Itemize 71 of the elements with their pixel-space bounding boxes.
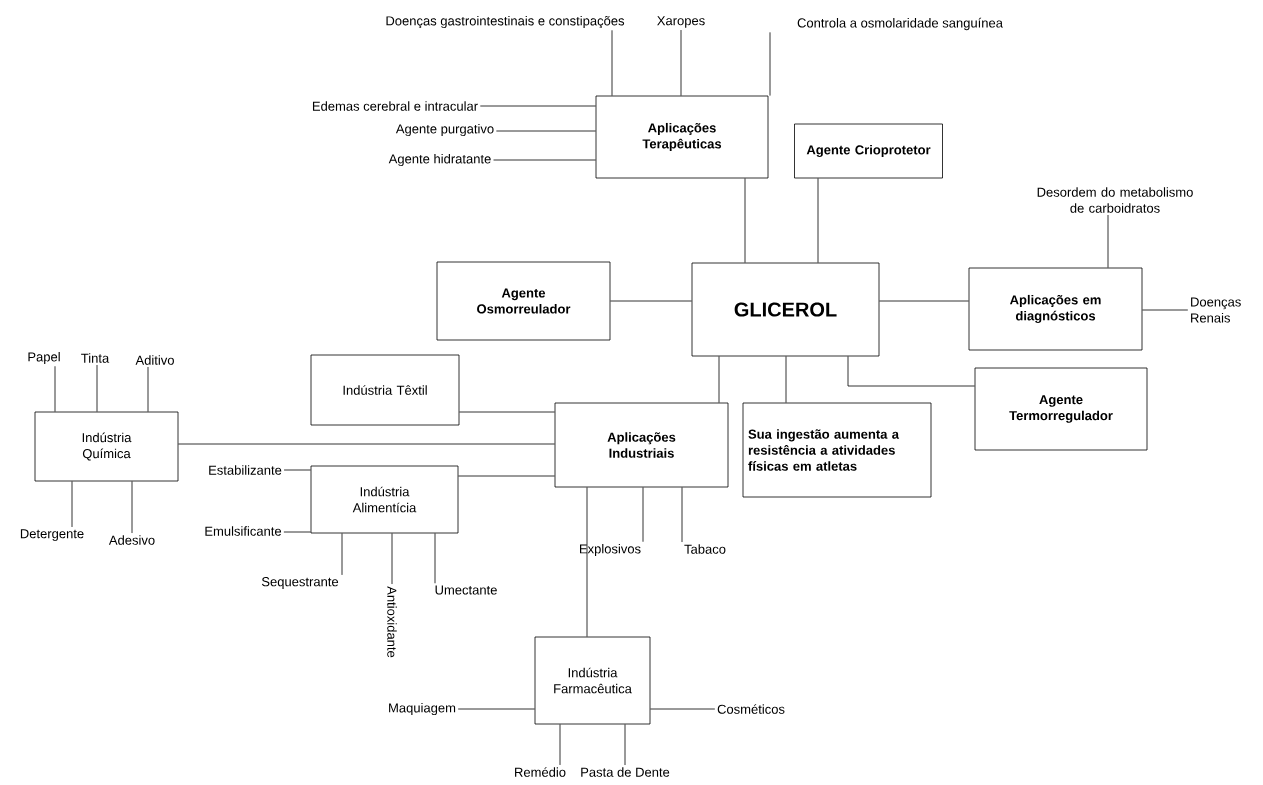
connector-line: [879, 300, 969, 302]
topic-box: Aplicações Terapêuticas: [595, 95, 769, 179]
item-label: Doenças gastrointestinais e constipações: [386, 15, 625, 29]
topic-box: Aplicações Industriais: [554, 402, 729, 488]
connector-line: [434, 533, 436, 584]
connector-line: [493, 159, 596, 161]
central-box: GLICEROL: [691, 262, 880, 357]
item-label: Detergente: [20, 529, 84, 541]
topic-box: Indústria Alimentícia: [310, 465, 459, 534]
connector-line: [642, 487, 644, 543]
connector-line: [96, 364, 98, 412]
connector-line: [624, 724, 626, 766]
topic-box: Agente Crioprotetor: [794, 123, 943, 179]
connector-line: [283, 469, 311, 471]
connector-line: [459, 411, 555, 413]
connector-line: [744, 178, 746, 263]
connector-line: [611, 29, 613, 96]
connector-line: [610, 300, 692, 302]
connector-line: [178, 443, 555, 445]
item-label: Remédio: [515, 767, 566, 777]
connector-line: [283, 531, 311, 533]
connector-line: [559, 724, 561, 766]
connector-line: [1107, 214, 1109, 268]
item-label: Pasta de Dente: [581, 767, 670, 777]
item-label: Doenças Renais: [1191, 297, 1241, 323]
item-label: Agente purgativo: [395, 123, 494, 137]
item-label: Papel: [28, 351, 60, 365]
topic-box: Aplicações em diagnósticos: [968, 267, 1143, 351]
connector-line: [680, 29, 682, 96]
item-label: Emulsificante: [205, 526, 282, 536]
connector-line: [71, 481, 73, 528]
connector-line: [341, 533, 343, 576]
item-label: Sequestrante: [261, 577, 339, 589]
topic-box: Indústria Farmacêutica: [534, 636, 651, 725]
connector-line: [847, 356, 975, 387]
topic-box: Agente Termorregulador: [974, 367, 1148, 451]
connector-line: [681, 487, 683, 543]
connector-line: [817, 178, 819, 263]
connector-line: [495, 130, 596, 132]
connector-line: [479, 105, 596, 107]
connector-line: [586, 487, 588, 637]
item-label: Edemas cerebral e intracular: [313, 101, 478, 111]
connector-line: [769, 31, 771, 96]
connector-line: [54, 365, 56, 412]
connector-line: [785, 356, 787, 403]
connector-line: [458, 475, 555, 477]
item-label: Explosivos: [580, 543, 641, 557]
connector-line: [457, 708, 535, 710]
item-label: Cosméticos: [717, 704, 785, 714]
item-label: Desordem do metabolismo de carboidratos: [1037, 187, 1193, 213]
connector-line: [1142, 309, 1189, 311]
connector-line: [391, 533, 393, 585]
topic-box: Sua ingestão aumenta a resistência a atividades físicas em atletas: [742, 402, 932, 498]
item-label: Tabaco: [684, 544, 726, 554]
item-label: Adesivo: [108, 535, 155, 545]
item-label: Aditivo: [135, 355, 174, 365]
topic-box: Indústria Têxtil: [310, 354, 460, 426]
item-label: Maquiagem: [389, 702, 456, 716]
topic-box: Indústria Química: [34, 411, 179, 482]
connector-line: [718, 356, 720, 403]
item-label: Tinta: [81, 353, 110, 363]
connector-line: [147, 366, 149, 412]
item-label: Agente hidratante: [388, 153, 491, 167]
item-label: Umectante: [435, 585, 497, 595]
topic-box: Agente Osmorreulador: [436, 261, 611, 341]
item-label: Estabilizante: [209, 465, 282, 475]
connector-line: [131, 481, 133, 534]
connector-line: [650, 708, 716, 710]
item-label: Controla a osmolaridade sanguínea: [797, 17, 1003, 31]
item-label: Xaropes: [657, 16, 705, 28]
item-label: Antioxidante: [387, 586, 397, 658]
